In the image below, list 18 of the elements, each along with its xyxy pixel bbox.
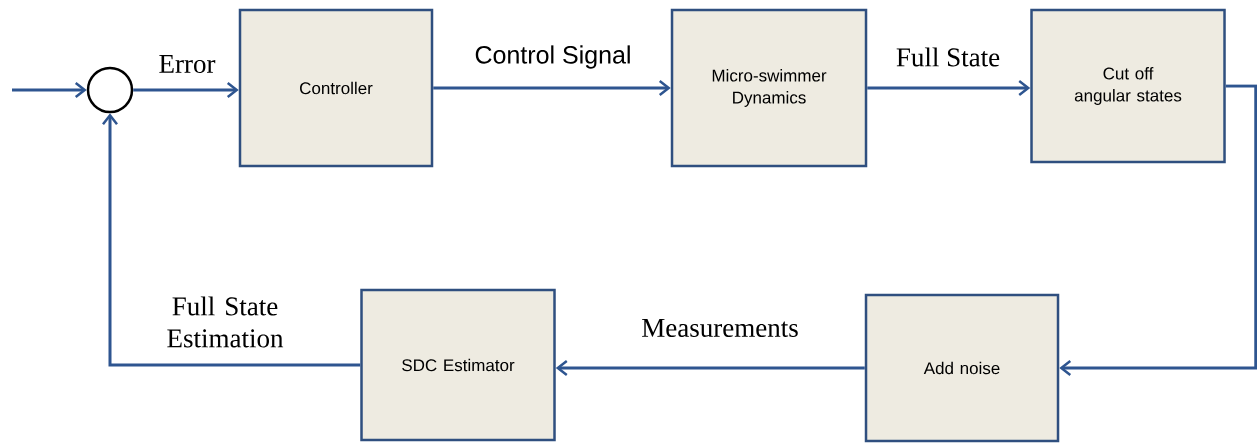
arrow: [433, 80, 671, 96]
process-box: SDC Estimator: [360, 288, 556, 442]
edge-label: Measurements: [642, 319, 798, 337]
arrow: [867, 80, 1031, 96]
edge-label: Full State: [896, 47, 1000, 67]
process-box: Cut off angular states: [1030, 8, 1226, 164]
arrow: [133, 82, 239, 98]
summing-junction: [86, 66, 134, 114]
process-box: Add noise: [864, 293, 1060, 443]
process-box: Controller: [238, 8, 434, 168]
arrow: [555, 360, 865, 376]
edge-label: Error: [159, 55, 216, 73]
edge-label: Control Signal: [475, 45, 630, 69]
arrow: [1059, 84, 1257, 376]
arrow: [102, 113, 361, 367]
edge-label: Full State Estimation: [167, 296, 284, 348]
process-box: Micro-swimmer Dynamics: [670, 8, 868, 168]
arrow: [12, 82, 87, 98]
